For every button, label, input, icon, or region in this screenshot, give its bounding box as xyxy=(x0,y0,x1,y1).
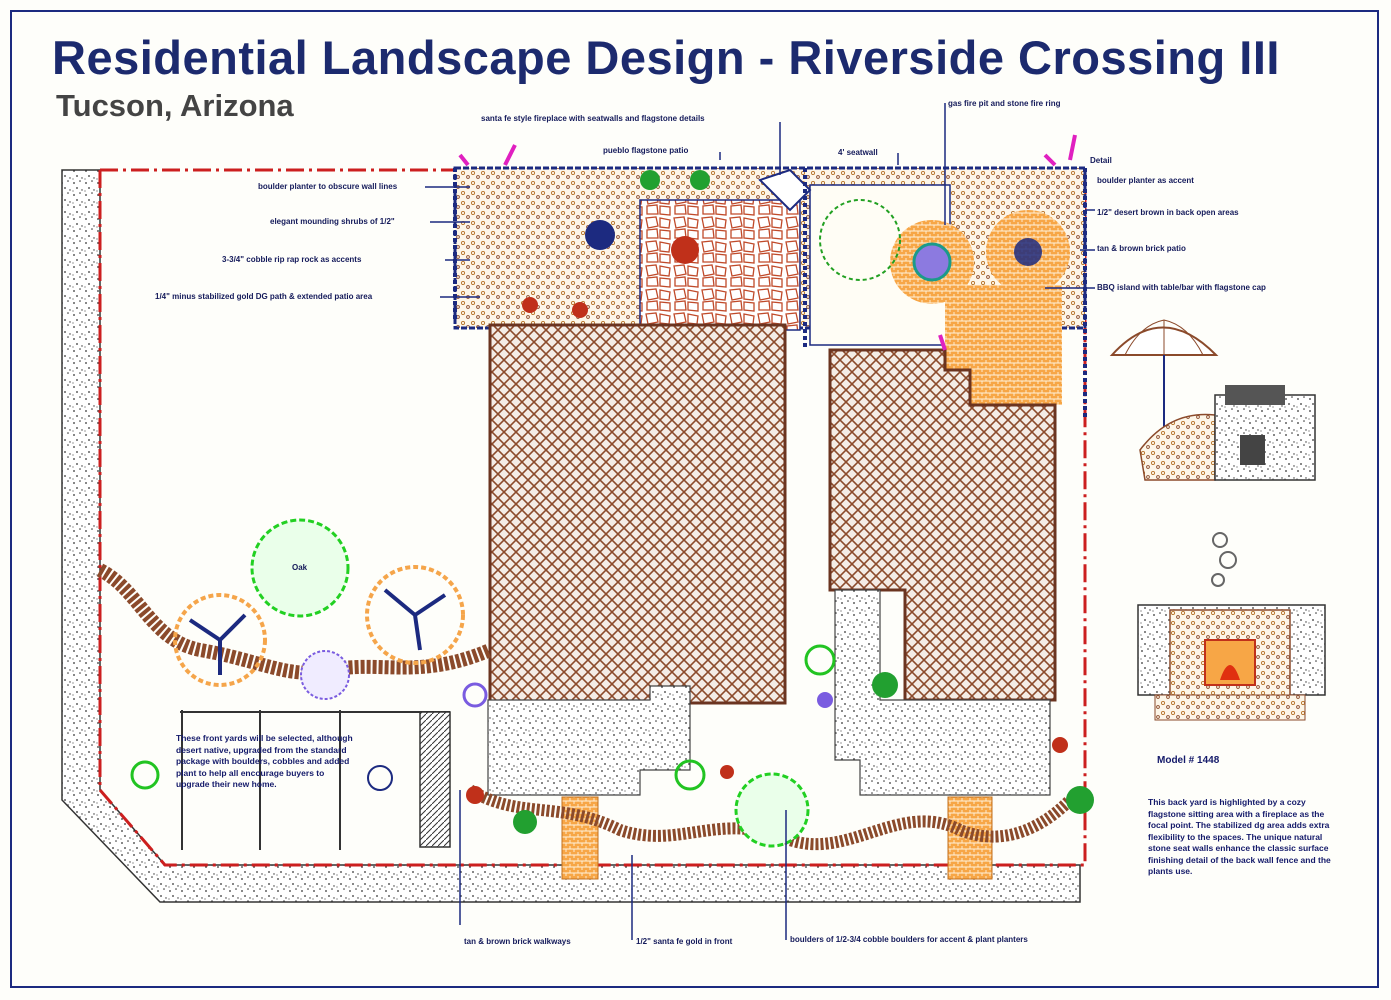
callout-desert-brown: 1/2" desert brown in back open areas xyxy=(1097,208,1239,217)
callout-fire-pit: gas fire pit and stone fire ring xyxy=(948,99,1061,108)
callout-rip-rap: 3-3/4" cobble rip rap rock as accents xyxy=(222,255,362,264)
callout-boulder-planter-accent: boulder planter as accent xyxy=(1097,176,1194,185)
plant-symbols xyxy=(130,134,1094,834)
front-yard-ramada xyxy=(180,710,451,850)
callout-mounding-shrubs: elegant mounding shrubs of 1/2" xyxy=(270,217,395,226)
page-title: Residential Landscape Design - Riverside… xyxy=(52,31,1280,84)
property-line xyxy=(98,168,1087,867)
front-yard-note: These front yards will be selected, alth… xyxy=(176,733,353,789)
callout-brick-patio: tan & brown brick patio xyxy=(1097,244,1186,253)
fire-pit xyxy=(912,242,952,282)
callout-walkways: tan & brown brick walkways xyxy=(464,937,571,946)
callout-flagstone-patio: pueblo flagstone patio xyxy=(603,146,688,155)
callout-seatwall: 4' seatwall xyxy=(838,148,878,157)
design-description: This back yard is highlighted by a cozy … xyxy=(1148,797,1331,876)
callout-boulder-planter-wall: boulder planter to obscure wall lines xyxy=(258,182,398,191)
page-subtitle: Tucson, Arizona xyxy=(56,88,294,123)
callout-santa-fe-gold: 1/2" santa fe gold in front xyxy=(636,937,733,946)
front-concrete-lot-1 xyxy=(487,685,691,796)
house-1-roof xyxy=(488,323,787,705)
callout-dg-path: 1/4" minus stabilized gold DG path & ext… xyxy=(155,292,373,301)
callout-fireplace: santa fe style fireplace with seatwalls … xyxy=(481,114,705,123)
callout-boulders-accent: boulders of 1/2-3/4 cobble boulders for … xyxy=(790,935,1028,944)
callout-detail: Detail xyxy=(1090,156,1112,165)
bbq-island-sketch xyxy=(1139,385,1316,481)
leader-lines xyxy=(425,103,1095,940)
model-number: Model # 1448 xyxy=(1157,755,1220,766)
sheet-border xyxy=(10,10,1379,988)
callout-bbq-island: BBQ island with table/bar with flagstone… xyxy=(1097,283,1266,292)
bbq-island xyxy=(1014,238,1042,266)
fireplace-sketch xyxy=(1137,532,1326,721)
patio-umbrella-sketch xyxy=(1109,319,1219,440)
front-cobble-swale xyxy=(466,784,1075,851)
front-concrete-lot-2 xyxy=(834,589,1051,796)
tree-canopies xyxy=(173,199,901,848)
tree-label: Oak xyxy=(292,563,308,572)
perimeter-gravel-strip xyxy=(61,169,1081,903)
brick-patio xyxy=(890,210,1070,405)
